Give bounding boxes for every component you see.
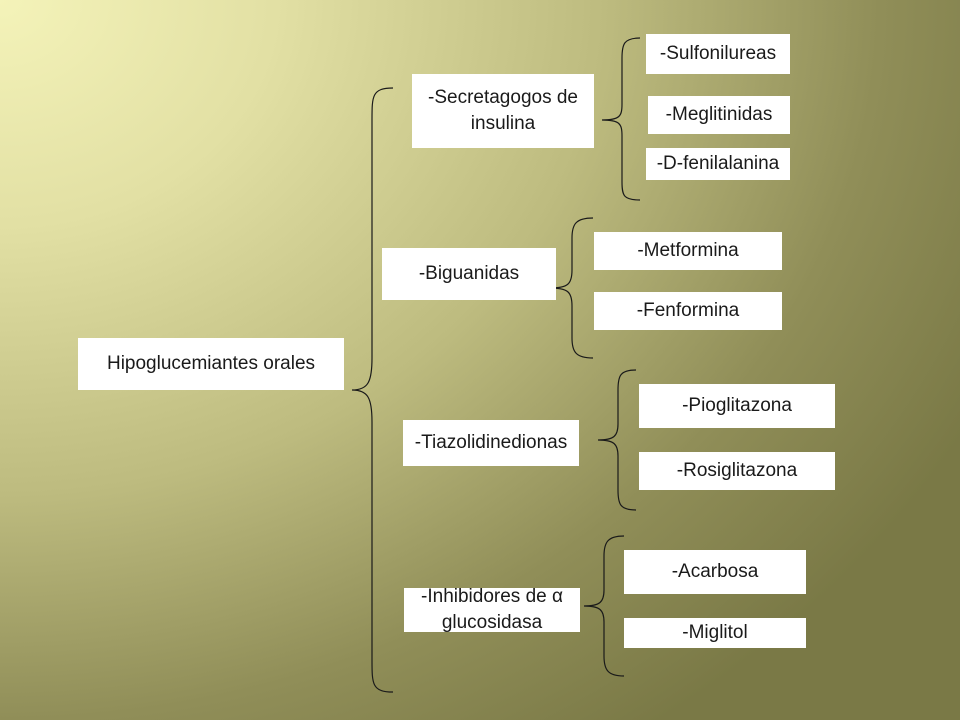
item-box: -D-fenilalanina: [646, 148, 790, 180]
item-label: -Pioglitazona: [682, 395, 792, 416]
item-box: -Fenformina: [594, 292, 782, 330]
item-box: -Rosiglitazona: [639, 452, 835, 490]
item-box: -Acarbosa: [624, 550, 806, 594]
item-label: -Meglitinidas: [665, 104, 773, 125]
item-label: -Miglitol: [682, 622, 748, 643]
bracket-biguanidas: [549, 217, 594, 359]
bracket-inhibidores: [583, 535, 625, 677]
group-label-line: insulina: [470, 113, 536, 134]
group-box-inhibidores: -Inhibidores de α glucosidasa: [404, 586, 580, 633]
item-label: -D-fenilalanina: [656, 153, 780, 174]
bracket-tiazolidinedionas: [597, 369, 637, 511]
item-label: -Metformina: [637, 240, 739, 261]
item-label: -Sulfonilureas: [659, 43, 777, 64]
root-box: Hipoglucemiantes orales: [78, 338, 344, 390]
group-box-secretagogos: -Secretagogos de insulina: [412, 74, 594, 148]
main-bracket: [351, 87, 394, 693]
item-box: -Meglitinidas: [648, 96, 790, 134]
group-label-line: -Biguanidas: [418, 263, 520, 284]
group-label-line: -Inhibidores de α: [421, 586, 563, 607]
item-box: -Pioglitazona: [639, 384, 835, 428]
item-box: -Miglitol: [624, 618, 806, 648]
item-box: -Metformina: [594, 232, 782, 270]
group-label-line: -Secretagogos de: [428, 87, 578, 108]
group-label-line: glucosidasa: [441, 612, 543, 633]
item-label: -Acarbosa: [671, 561, 759, 582]
group-box-tiazolidinedionas: -Tiazolidinedionas: [403, 420, 579, 466]
root-label: Hipoglucemiantes orales: [106, 353, 316, 374]
group-box-biguanidas: -Biguanidas: [382, 248, 556, 300]
item-label: -Rosiglitazona: [676, 460, 798, 481]
item-box: -Sulfonilureas: [646, 34, 790, 74]
group-label-line: -Tiazolidinedionas: [414, 432, 568, 453]
bracket-secretagogos: [601, 37, 641, 201]
item-label: -Fenformina: [636, 300, 740, 321]
